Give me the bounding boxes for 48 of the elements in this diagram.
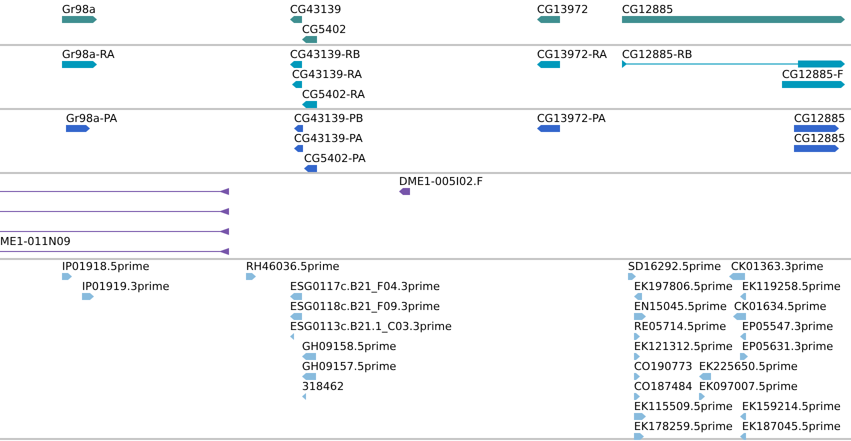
feature-label: CG43139-RB — [290, 48, 360, 61]
feature-label: EK097007.5prime — [699, 380, 798, 393]
feature-label: ESG0117c.B21_F04.3prime — [290, 280, 440, 293]
feature-label: CG5402 — [302, 23, 346, 36]
feature-label: CK01634.5prime — [734, 300, 826, 313]
feature-label: EP05547.3prime — [742, 320, 834, 333]
feature-label: EK225650.5prime — [699, 360, 798, 373]
feature-label: CG12885-RB — [622, 48, 692, 61]
feature-label: EK159214.5prime — [742, 400, 841, 413]
feature-label: EK121312.5prime — [634, 340, 733, 353]
feature-label: EN15045.5prime — [634, 300, 727, 313]
feature-label: CO187484 — [634, 380, 692, 393]
feature-label: Gr98a-RA — [62, 48, 114, 61]
feature-label: CO190773 — [634, 360, 692, 373]
feature-label: SD16292.5prime — [628, 260, 721, 273]
feature-label: EK119258.5prime — [742, 280, 841, 293]
feature-label: CG5402-RA — [302, 88, 365, 101]
feature-label: EK178259.5prime — [634, 420, 733, 433]
feature-label: CG12885-F — [782, 68, 844, 81]
feature-label: ESG0118c.B21_F09.3prime — [290, 300, 440, 313]
feature-label: CG43139-RA — [292, 68, 362, 81]
feature-label: 318462 — [302, 380, 344, 393]
feature-label: CG12885 — [622, 3, 674, 16]
feature-label: EP05631.3prime — [742, 340, 834, 353]
feature-label: CG43139-PB — [294, 112, 364, 125]
feature-label: CG13972-RA — [537, 48, 607, 61]
feature-label: IP01919.3prime — [82, 280, 170, 293]
feature-label: CG43139 — [290, 3, 342, 16]
feature-label: EK115509.5prime — [634, 400, 733, 413]
feature-label: Gr98a-PA — [66, 112, 118, 125]
feature-label: CG13972-PA — [537, 112, 606, 125]
feature-label: CG5402-PA — [304, 152, 366, 165]
feature-label: RE05714.5prime — [634, 320, 726, 333]
feature-label: CK01363.3prime — [731, 260, 824, 273]
feature-label: Gr98a — [62, 3, 96, 16]
feature-label: CG12885 — [794, 112, 846, 125]
feature-label: EK187045.5prime — [742, 420, 841, 433]
feature-label: IP01918.5prime — [62, 260, 150, 273]
feature-label: GH09158.5prime — [302, 340, 396, 353]
feature-label: GH09157.5prime — [302, 360, 396, 373]
feature-label: DME1-005I02.F — [399, 175, 483, 188]
feature-label: EK197806.5prime — [634, 280, 733, 293]
feature-label: CG13972 — [537, 3, 588, 16]
feature-label: CG43139-PA — [294, 132, 363, 145]
feature-label: CG12885 — [794, 132, 846, 145]
feature-label: ESG0113c.B21.1_C03.3prime — [290, 320, 452, 333]
feature-label: ME1-011N09 — [0, 235, 71, 248]
feature-label: RH46036.5prime — [246, 260, 340, 273]
